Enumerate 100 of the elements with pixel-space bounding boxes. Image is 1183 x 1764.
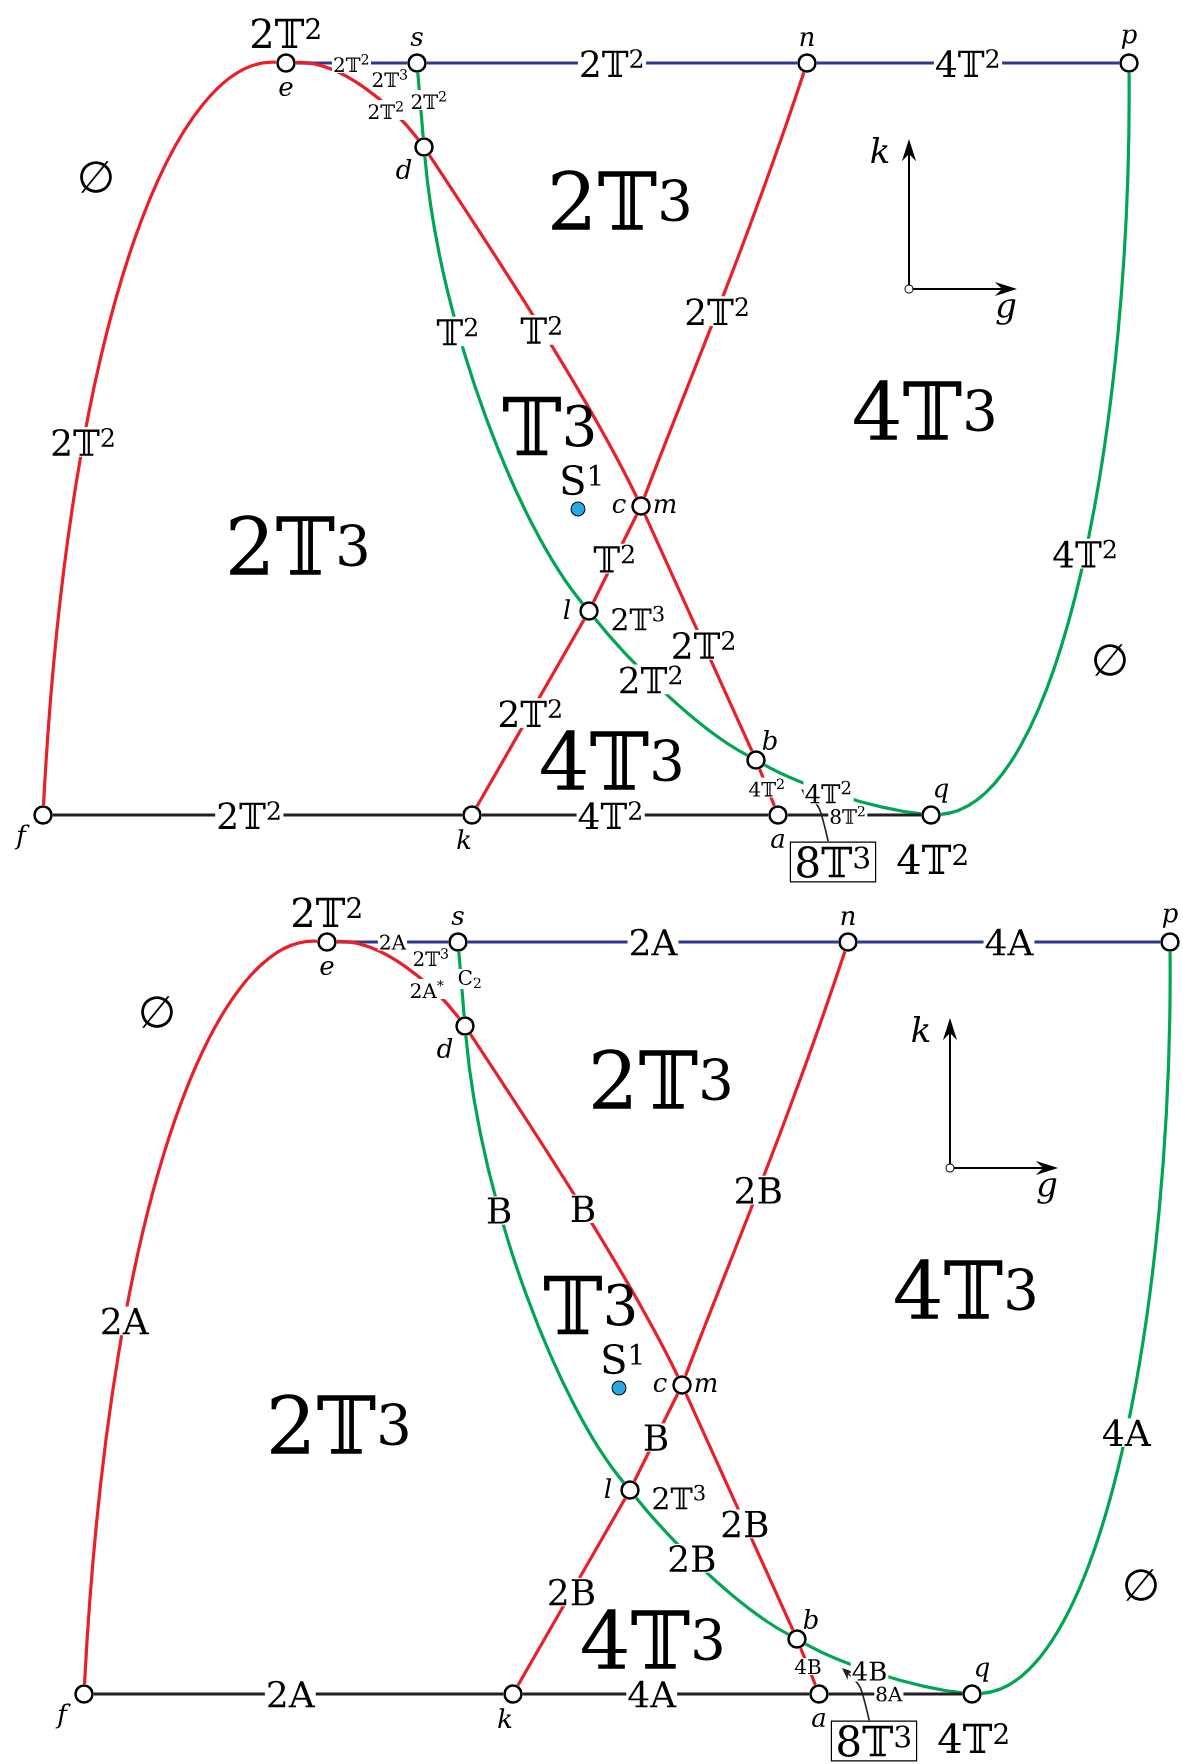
region-label: 4𝕋$^{3}$ — [582, 1609, 722, 1669]
region-label: 2𝕋$^{3}$ — [413, 948, 448, 966]
junction-point — [962, 1684, 982, 1704]
point-letter: l — [604, 1478, 612, 1498]
region-label: 4𝕋$^{3}$ — [541, 730, 681, 790]
point-letter: b — [803, 1608, 818, 1630]
region-label: ∅ — [1125, 1569, 1157, 1601]
junction-point — [276, 53, 296, 73]
region-label: ∅ — [1094, 644, 1126, 676]
curve — [683, 950, 847, 1377]
edge-label: 4𝕋$^{2}$ — [747, 777, 787, 798]
edge-label: 2B — [666, 1544, 718, 1573]
junction-point — [448, 932, 468, 952]
region-label: 2𝕋$^{3}$ — [372, 69, 407, 87]
edge-label: B — [641, 1423, 671, 1452]
point-letter: c — [653, 1377, 667, 1393]
junction-point — [1119, 53, 1139, 73]
point-letter: k — [498, 1708, 512, 1728]
point-letter: m — [695, 1378, 717, 1392]
junction-point — [746, 750, 766, 770]
edge-label: 4A — [983, 927, 1035, 957]
point-letter: f — [14, 824, 30, 850]
junction-point — [838, 932, 858, 952]
point-letter: s — [451, 910, 464, 926]
edge-label: 2B — [719, 1509, 771, 1539]
junction-point — [768, 805, 788, 825]
region-label: S$^{1}$ — [603, 1343, 642, 1375]
junction-point — [317, 932, 337, 952]
point-letter: m — [654, 499, 676, 513]
region-label: 2𝕋$^{3}$ — [552, 170, 689, 230]
point-letter: e — [320, 960, 334, 976]
junction-point — [455, 1016, 475, 1036]
edge-label: 2𝕋$^{2}$ — [577, 48, 647, 78]
point-letter: q — [935, 783, 949, 803]
edge-label: 4B — [793, 1658, 823, 1675]
region-label: 2𝕋$^{3}$ — [230, 515, 367, 575]
edge-label: 2𝕋$^{2}$ — [49, 427, 118, 457]
point-letter: a — [771, 833, 784, 849]
edge-label: 𝕋$^{2}$ — [592, 543, 638, 574]
edge-label: 4𝕋$^{2}$ — [1051, 538, 1120, 569]
curve — [940, 72, 1131, 816]
point-letter: b — [762, 729, 777, 751]
curve — [423, 156, 584, 605]
region-label: 4𝕋$^{3}$ — [895, 1259, 1035, 1319]
edge-label: 4A — [1100, 1418, 1152, 1447]
axis-label: g — [1037, 1178, 1057, 1204]
junction-point — [787, 1629, 807, 1649]
point-letter: q — [976, 1662, 990, 1682]
edge-label: 2𝕋$^{2}$ — [683, 296, 752, 326]
junction-point — [672, 1375, 692, 1395]
junction-point — [620, 1480, 640, 1500]
edge-label: C$_{2}$ — [456, 968, 484, 990]
edge-label: 2𝕋$^{2}$ — [332, 53, 371, 73]
point-letter: s — [410, 31, 423, 47]
point-letter: p — [1162, 908, 1178, 928]
curve — [464, 1035, 625, 1484]
junction-point — [797, 53, 817, 73]
edge-label: 4A — [626, 1679, 678, 1709]
junction-point — [921, 805, 941, 825]
edge-label: 2𝕋$^{2}$ — [215, 800, 284, 830]
curve — [643, 514, 754, 752]
junction-point — [503, 1684, 523, 1704]
edge-label: 2𝕋$^{2}$ — [366, 100, 406, 120]
curve — [981, 951, 1172, 1695]
edge-label: 2A — [264, 1679, 316, 1709]
region-box: 8𝕋$^{3}$ — [789, 841, 877, 883]
point-label: 2𝕋$^{2}$ — [251, 18, 320, 48]
edge-label: 𝕋$^{2}$ — [435, 316, 481, 347]
junction-point — [579, 601, 599, 621]
edge-label: B — [568, 1194, 598, 1223]
junction-point — [809, 1684, 829, 1704]
region-label: 𝕋$^{3}$ — [544, 1275, 635, 1335]
edge-label: 4𝕋$^{2}$ — [576, 800, 645, 830]
curve — [93, 1692, 504, 1696]
edge-label: B — [484, 1196, 514, 1225]
point-label: 4𝕋$^{2}$ — [897, 844, 967, 874]
edge-label: 4B — [850, 1660, 889, 1682]
edge-label: 4𝕋$^{2}$ — [933, 48, 1003, 78]
region-label: 𝕋$^{3}$ — [503, 396, 594, 456]
point-letter: n — [800, 32, 814, 46]
junction-point — [462, 805, 482, 825]
curve — [428, 154, 639, 498]
edge-label: 2𝕋$^{2}$ — [409, 90, 449, 110]
point-letter: n — [841, 911, 855, 925]
edge-label: 2𝕋$^{2}$ — [616, 664, 685, 695]
edge-label: 8A — [874, 1685, 904, 1703]
edge-label: 2𝕋$^{2}$ — [669, 629, 738, 660]
axis-label: k — [871, 137, 889, 163]
point-letter: p — [1121, 29, 1137, 49]
edge-label: 2B — [732, 1175, 784, 1205]
region-label: 2𝕋$^{3}$ — [612, 605, 664, 631]
region-label: ∅ — [141, 996, 173, 1028]
axis-label: k — [912, 1016, 930, 1042]
junction-point — [407, 53, 427, 73]
point-label: 2𝕋$^{2}$ — [292, 897, 361, 927]
edge-label: 𝕋$^{2}$ — [519, 314, 565, 345]
curve — [642, 71, 806, 498]
edge-label: 2A — [377, 933, 408, 951]
region-label: S$^{1}$ — [562, 464, 601, 496]
region-box: 8𝕋$^{3}$ — [830, 1720, 918, 1762]
